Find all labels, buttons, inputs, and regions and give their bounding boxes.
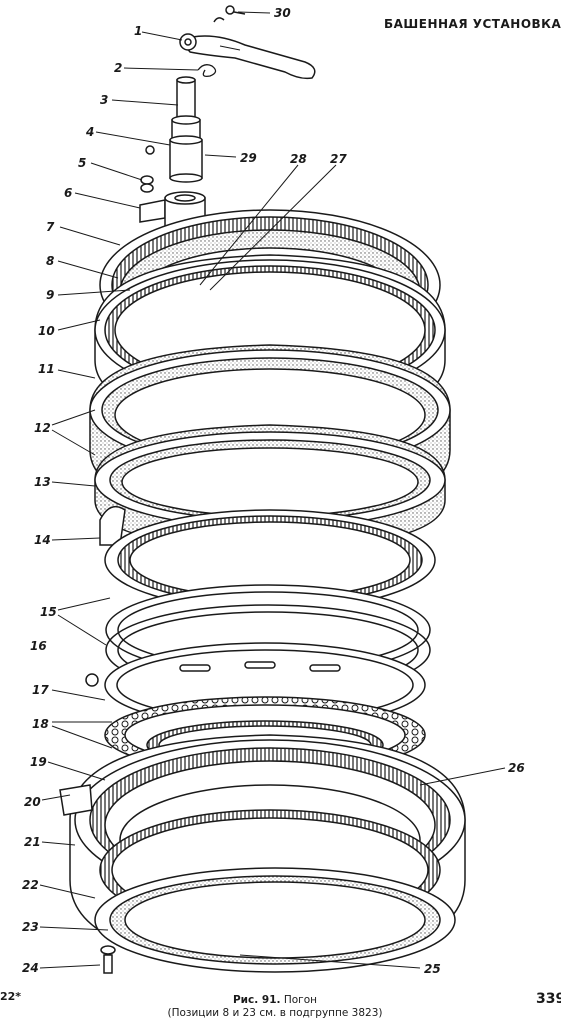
callout-26: 26 [508, 761, 525, 775]
right-page-number: 339 [536, 991, 561, 1007]
callout-16: 16 [30, 639, 47, 653]
callout-20: 20 [24, 795, 41, 809]
callout-17: 17 [32, 683, 49, 697]
shaft-assembly [140, 76, 203, 193]
caption-title: Погон [283, 994, 317, 1006]
ring-23-bottom [94, 867, 456, 973]
callout-23: 23 [22, 920, 39, 934]
callout-9: 9 [46, 288, 54, 302]
caption-note: (Позиции 8 и 23 см. в подгруппе 3823) [167, 1007, 383, 1019]
leader-lines [39, 11, 506, 969]
lever-handle [178, 33, 316, 80]
callout-8: 8 [46, 254, 54, 268]
figure-caption: Рис. 91. Погон (Позиции 8 и 23 см. в под… [150, 994, 400, 1020]
callout-25: 25 [424, 962, 441, 976]
callout-labels: 1 2 3 4 5 6 7 8 9 10 11 12 13 14 15 16 1… [22, 6, 525, 976]
bolt-24 [100, 945, 116, 974]
callout-21: 21 [24, 835, 41, 849]
callout-1: 1 [134, 24, 142, 38]
callout-4: 4 [85, 125, 94, 139]
callout-29: 29 [240, 151, 257, 165]
callout-22: 22 [22, 878, 39, 892]
callout-5: 5 [78, 156, 86, 170]
spring-clip [197, 64, 217, 78]
running-head: БАШЕННАЯ УСТАНОВКА [384, 17, 561, 31]
ring-14-toothed [99, 505, 436, 611]
callout-13: 13 [34, 475, 51, 489]
callout-2: 2 [114, 61, 122, 75]
callout-15: 15 [40, 605, 57, 619]
screw-30 [213, 5, 246, 23]
callout-3: 3 [100, 93, 108, 107]
callout-10: 10 [38, 324, 55, 338]
callout-11: 11 [38, 362, 55, 376]
ball-16 [85, 673, 99, 687]
callout-12: 12 [34, 421, 51, 435]
caption-label: Рис. 91. [232, 994, 281, 1006]
callout-27: 27 [330, 152, 347, 166]
callout-19: 19 [30, 755, 47, 769]
callout-24: 24 [22, 961, 39, 975]
callout-7: 7 [46, 220, 55, 234]
callout-14: 14 [34, 533, 51, 547]
callout-30: 30 [274, 6, 291, 20]
left-page-number: 22* [0, 990, 22, 1003]
callout-28: 28 [290, 152, 307, 166]
callout-18: 18 [32, 717, 49, 731]
callout-6: 6 [64, 186, 72, 200]
